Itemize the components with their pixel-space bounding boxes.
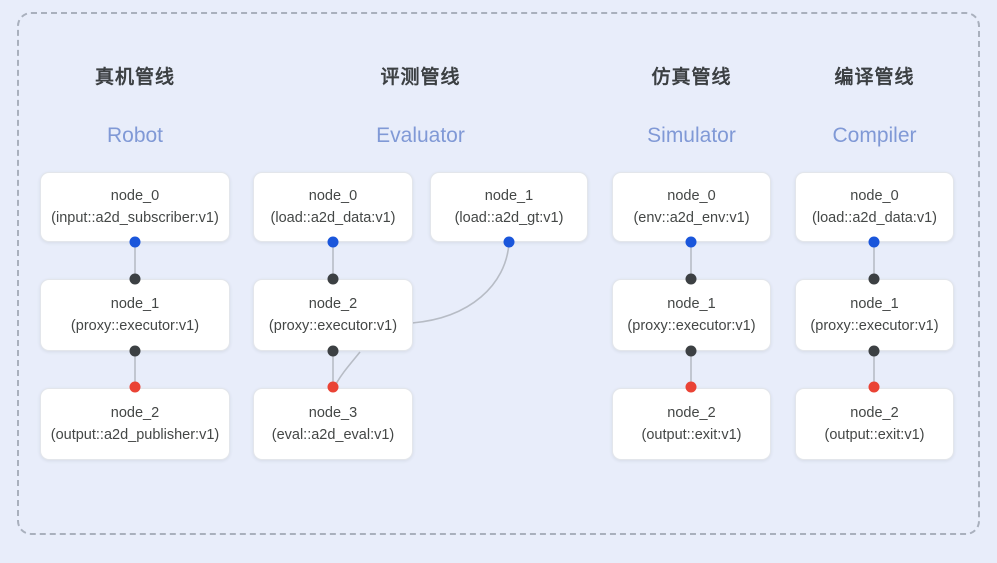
node-simulator-0[interactable]: node_0 (env::a2d_env:v1) xyxy=(612,172,771,242)
node-kind-label: (proxy::executor:v1) xyxy=(268,318,398,334)
port-input-simulator-2[interactable] xyxy=(685,381,697,393)
node-id-label: node_2 xyxy=(110,405,160,421)
port-output-compiler-0[interactable] xyxy=(868,236,880,248)
node-kind-label: (eval::a2d_eval:v1) xyxy=(271,427,395,443)
port-output-evaluator-1[interactable] xyxy=(503,236,515,248)
port-output-robot-0[interactable] xyxy=(129,236,141,248)
node-kind-label: (input::a2d_subscriber:v1) xyxy=(51,210,219,226)
column-title-robot: 真机管线 xyxy=(94,67,175,88)
port-input-compiler-1[interactable] xyxy=(868,273,880,285)
port-output-simulator-0[interactable] xyxy=(685,236,697,248)
node-kind-label: (output::a2d_publisher:v1) xyxy=(50,427,220,443)
node-id-label: node_1 xyxy=(667,296,716,312)
node-robot-0[interactable]: node_0 (input::a2d_subscriber:v1) xyxy=(40,172,230,242)
node-kind-label: (load::a2d_data:v1) xyxy=(812,210,937,226)
node-evaluator-0[interactable]: node_0 (load::a2d_data:v1) xyxy=(253,172,413,242)
port-input-evaluator-2[interactable] xyxy=(327,273,339,285)
column-subtitle-robot: Robot xyxy=(106,124,164,147)
column-title-compiler: 编译管线 xyxy=(834,67,915,88)
column-title-evaluator: 评测管线 xyxy=(380,67,461,88)
port-input-simulator-1[interactable] xyxy=(685,273,697,285)
node-evaluator-3[interactable]: node_3 (eval::a2d_eval:v1) xyxy=(253,388,413,460)
pipeline-dashed-container xyxy=(17,12,980,535)
node-robot-2[interactable]: node_2 (output::a2d_publisher:v1) xyxy=(40,388,230,460)
port-input-robot-2[interactable] xyxy=(129,381,141,393)
port-input-compiler-2[interactable] xyxy=(868,381,880,393)
port-output-robot-1[interactable] xyxy=(129,345,141,357)
node-id-label: node_2 xyxy=(850,405,899,421)
port-output-evaluator-2[interactable] xyxy=(327,345,339,357)
node-kind-label: (output::exit:v1) xyxy=(641,427,742,443)
node-compiler-2[interactable]: node_2 (output::exit:v1) xyxy=(795,388,954,460)
node-kind-label: (output::exit:v1) xyxy=(824,427,925,443)
node-kind-label: (proxy::executor:v1) xyxy=(810,318,939,334)
node-id-label: node_1 xyxy=(110,296,160,312)
node-kind-label: (proxy::executor:v1) xyxy=(627,318,756,334)
node-id-label: node_1 xyxy=(484,188,534,204)
column-subtitle-compiler: Compiler xyxy=(832,124,917,147)
node-id-label: node_3 xyxy=(308,405,358,421)
node-id-label: node_0 xyxy=(850,188,899,204)
node-id-label: node_0 xyxy=(667,188,716,204)
column-title-simulator: 仿真管线 xyxy=(651,67,732,88)
port-output-simulator-1[interactable] xyxy=(685,345,697,357)
node-id-label: node_2 xyxy=(308,296,358,312)
port-output-compiler-1[interactable] xyxy=(868,345,880,357)
port-output-evaluator-0[interactable] xyxy=(327,236,339,248)
node-evaluator-2[interactable]: node_2 (proxy::executor:v1) xyxy=(253,279,413,351)
node-kind-label: (load::a2d_gt:v1) xyxy=(454,210,564,226)
column-subtitle-simulator: Simulator xyxy=(647,124,736,147)
column-subtitle-evaluator: Evaluator xyxy=(376,124,465,147)
node-robot-1[interactable]: node_1 (proxy::executor:v1) xyxy=(40,279,230,351)
port-input-evaluator-3[interactable] xyxy=(327,381,339,393)
port-input-robot-1[interactable] xyxy=(129,273,141,285)
node-compiler-1[interactable]: node_1 (proxy::executor:v1) xyxy=(795,279,954,351)
node-id-label: node_1 xyxy=(850,296,899,312)
node-kind-label: (proxy::executor:v1) xyxy=(70,318,200,334)
node-id-label: node_0 xyxy=(110,188,160,204)
node-id-label: node_2 xyxy=(667,405,716,421)
node-kind-label: (load::a2d_data:v1) xyxy=(270,210,396,226)
node-simulator-2[interactable]: node_2 (output::exit:v1) xyxy=(612,388,771,460)
node-compiler-0[interactable]: node_0 (load::a2d_data:v1) xyxy=(795,172,954,242)
node-id-label: node_0 xyxy=(308,188,358,204)
node-evaluator-1[interactable]: node_1 (load::a2d_gt:v1) xyxy=(430,172,588,242)
node-simulator-1[interactable]: node_1 (proxy::executor:v1) xyxy=(612,279,771,351)
node-kind-label: (env::a2d_env:v1) xyxy=(633,210,750,226)
